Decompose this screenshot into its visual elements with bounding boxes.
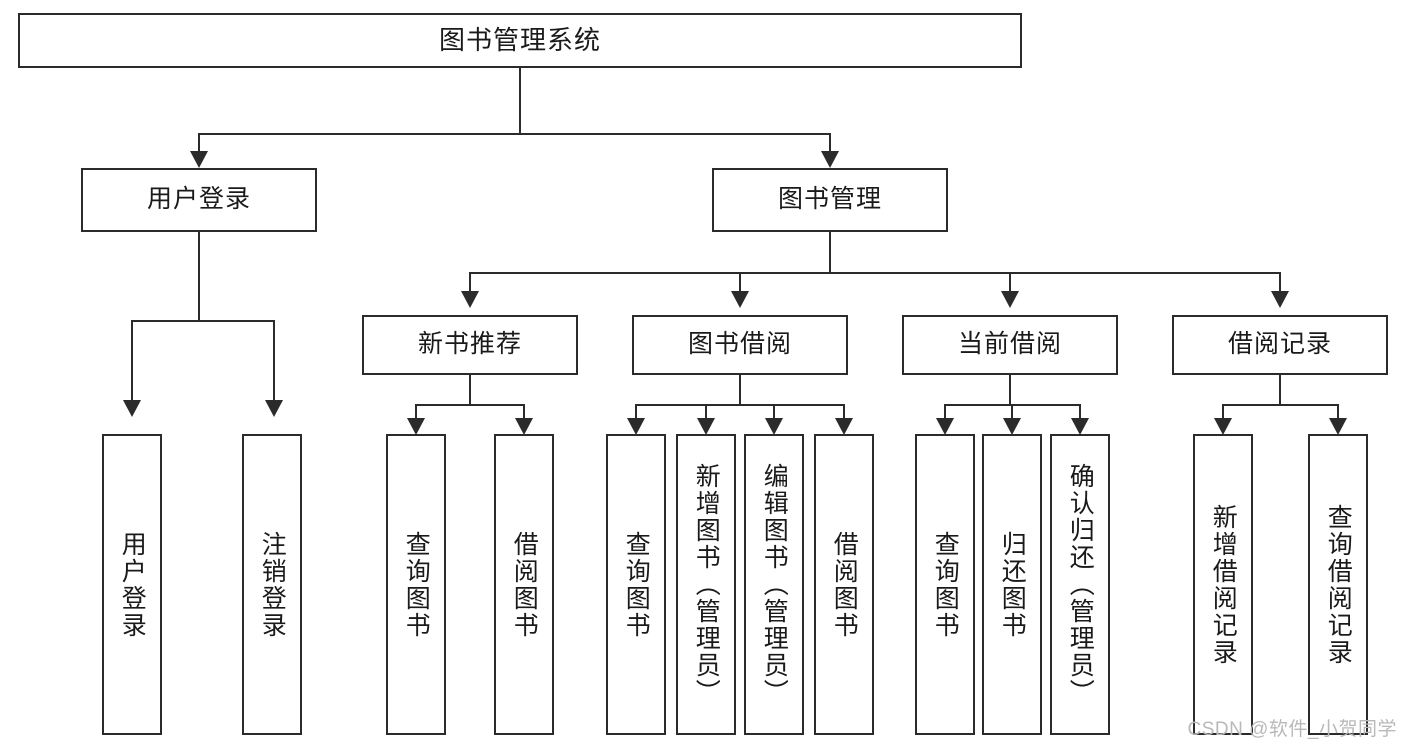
- leaf-cb-confirm-return-admin[interactable]: 确认归还（管理员）: [1050, 434, 1110, 735]
- node-label: 当前借阅: [957, 330, 1062, 359]
- connector-br-to-leaf-1: [1222, 404, 1224, 421]
- connector-bb-to-leaf-2: [705, 404, 707, 421]
- node-label: 查询借阅记录: [1324, 503, 1353, 666]
- arrow-br-leaf-2-icon: [1329, 418, 1347, 435]
- node-label: 新书推荐: [417, 330, 522, 359]
- leaf-br-query-record[interactable]: 查询借阅记录: [1308, 434, 1368, 735]
- node-label: 注销登录: [258, 530, 287, 639]
- connector-book-management-bus: [469, 272, 1280, 274]
- leaf-bb-add-book-admin[interactable]: 新增图书（管理员）: [676, 434, 736, 735]
- arrow-to-new-book-recommend-icon: [461, 291, 479, 308]
- connector-bm-to-current-borrow: [1009, 272, 1011, 294]
- arrow-bb-leaf-3-icon: [765, 418, 783, 435]
- connector-bm-to-borrow-record: [1279, 272, 1281, 294]
- connector-root-stem: [519, 68, 521, 133]
- leaf-cb-query-book[interactable]: 查询图书: [915, 434, 975, 735]
- leaf-logout[interactable]: 注销登录: [242, 434, 302, 735]
- connector-new-book-bus: [415, 404, 525, 406]
- connector-root-bus: [198, 133, 831, 135]
- connector-root-to-user-login: [198, 133, 200, 154]
- arrow-nb-leaf-2-icon: [515, 418, 533, 435]
- leaf-bb-borrow-book[interactable]: 借阅图书: [814, 434, 874, 735]
- leaf-br-add-record[interactable]: 新增借阅记录: [1193, 434, 1253, 735]
- node-label: 图书借阅: [687, 330, 792, 359]
- connector-cb-to-leaf-1: [944, 404, 946, 421]
- arrow-cb-leaf-2-icon: [1003, 418, 1021, 435]
- connector-nb-to-leaf-1: [415, 404, 417, 421]
- node-label: 查询图书: [931, 530, 960, 639]
- node-label: 新增图书（管理员）: [692, 463, 721, 706]
- arrow-bb-leaf-4-icon: [835, 418, 853, 435]
- arrow-to-leaf-user-login-icon: [123, 400, 141, 417]
- node-root-book-management-system[interactable]: 图书管理系统: [18, 13, 1022, 68]
- node-label: 编辑图书（管理员）: [760, 463, 789, 706]
- leaf-nb-query-book[interactable]: 查询图书: [386, 434, 446, 735]
- node-label: 查询图书: [402, 530, 431, 639]
- node-book-management[interactable]: 图书管理: [712, 168, 948, 232]
- arrow-to-book-management-icon: [821, 151, 839, 168]
- connector-cb-to-leaf-3: [1079, 404, 1081, 421]
- connector-new-book-stem: [469, 375, 471, 406]
- node-current-borrow[interactable]: 当前借阅: [902, 315, 1118, 375]
- arrow-bb-leaf-2-icon: [697, 418, 715, 435]
- connector-bb-to-leaf-3: [773, 404, 775, 421]
- leaf-cb-return-book[interactable]: 归还图书: [982, 434, 1042, 735]
- arrow-to-user-login-icon: [190, 151, 208, 168]
- node-new-book-recommend[interactable]: 新书推荐: [362, 315, 578, 375]
- connector-book-borrow-stem: [739, 375, 741, 406]
- arrow-to-book-borrow-icon: [731, 291, 749, 308]
- connector-user-login-to-leaf-1: [131, 320, 133, 403]
- node-label: 借阅图书: [830, 530, 859, 639]
- connector-user-login-to-leaf-2: [273, 320, 275, 403]
- node-label: 图书管理系统: [438, 25, 601, 56]
- node-label: 查询图书: [622, 530, 651, 639]
- leaf-bb-edit-book-admin[interactable]: 编辑图书（管理员）: [744, 434, 804, 735]
- connector-book-borrow-bus: [635, 404, 845, 406]
- connector-br-to-leaf-2: [1337, 404, 1339, 421]
- connector-book-management-stem: [829, 232, 831, 274]
- connector-bm-to-book-borrow: [739, 272, 741, 294]
- leaf-user-login[interactable]: 用户登录: [102, 434, 162, 735]
- arrow-nb-leaf-1-icon: [407, 418, 425, 435]
- connector-current-borrow-stem: [1009, 375, 1011, 406]
- arrow-to-borrow-record-icon: [1271, 291, 1289, 308]
- node-user-login[interactable]: 用户登录: [81, 168, 317, 232]
- connector-cb-to-leaf-2: [1011, 404, 1013, 421]
- leaf-bb-query-book[interactable]: 查询图书: [606, 434, 666, 735]
- connector-borrow-record-stem: [1279, 375, 1281, 406]
- arrow-to-current-borrow-icon: [1001, 291, 1019, 308]
- arrow-cb-leaf-3-icon: [1071, 418, 1089, 435]
- node-label: 归还图书: [998, 530, 1027, 639]
- connector-nb-to-leaf-2: [523, 404, 525, 421]
- node-label: 用户登录: [146, 185, 251, 214]
- node-label: 借阅记录: [1227, 330, 1332, 359]
- connector-bm-to-new-book: [469, 272, 471, 294]
- node-label: 新增借阅记录: [1209, 503, 1238, 666]
- connector-user-login-stem: [198, 232, 200, 322]
- connector-bb-to-leaf-4: [843, 404, 845, 421]
- node-label: 确认归还（管理员）: [1066, 463, 1095, 706]
- node-book-borrow[interactable]: 图书借阅: [632, 315, 848, 375]
- node-label: 图书管理: [777, 185, 882, 214]
- arrow-br-leaf-1-icon: [1214, 418, 1232, 435]
- connector-borrow-record-bus: [1222, 404, 1339, 406]
- arrow-to-leaf-logout-icon: [265, 400, 283, 417]
- arrow-cb-leaf-1-icon: [936, 418, 954, 435]
- connector-user-login-bus: [131, 320, 275, 322]
- node-label: 借阅图书: [510, 530, 539, 639]
- node-borrow-record[interactable]: 借阅记录: [1172, 315, 1388, 375]
- connector-root-to-book-management: [829, 133, 831, 154]
- leaf-nb-borrow-book[interactable]: 借阅图书: [494, 434, 554, 735]
- arrow-bb-leaf-1-icon: [627, 418, 645, 435]
- connector-bb-to-leaf-1: [635, 404, 637, 421]
- node-label: 用户登录: [118, 530, 147, 639]
